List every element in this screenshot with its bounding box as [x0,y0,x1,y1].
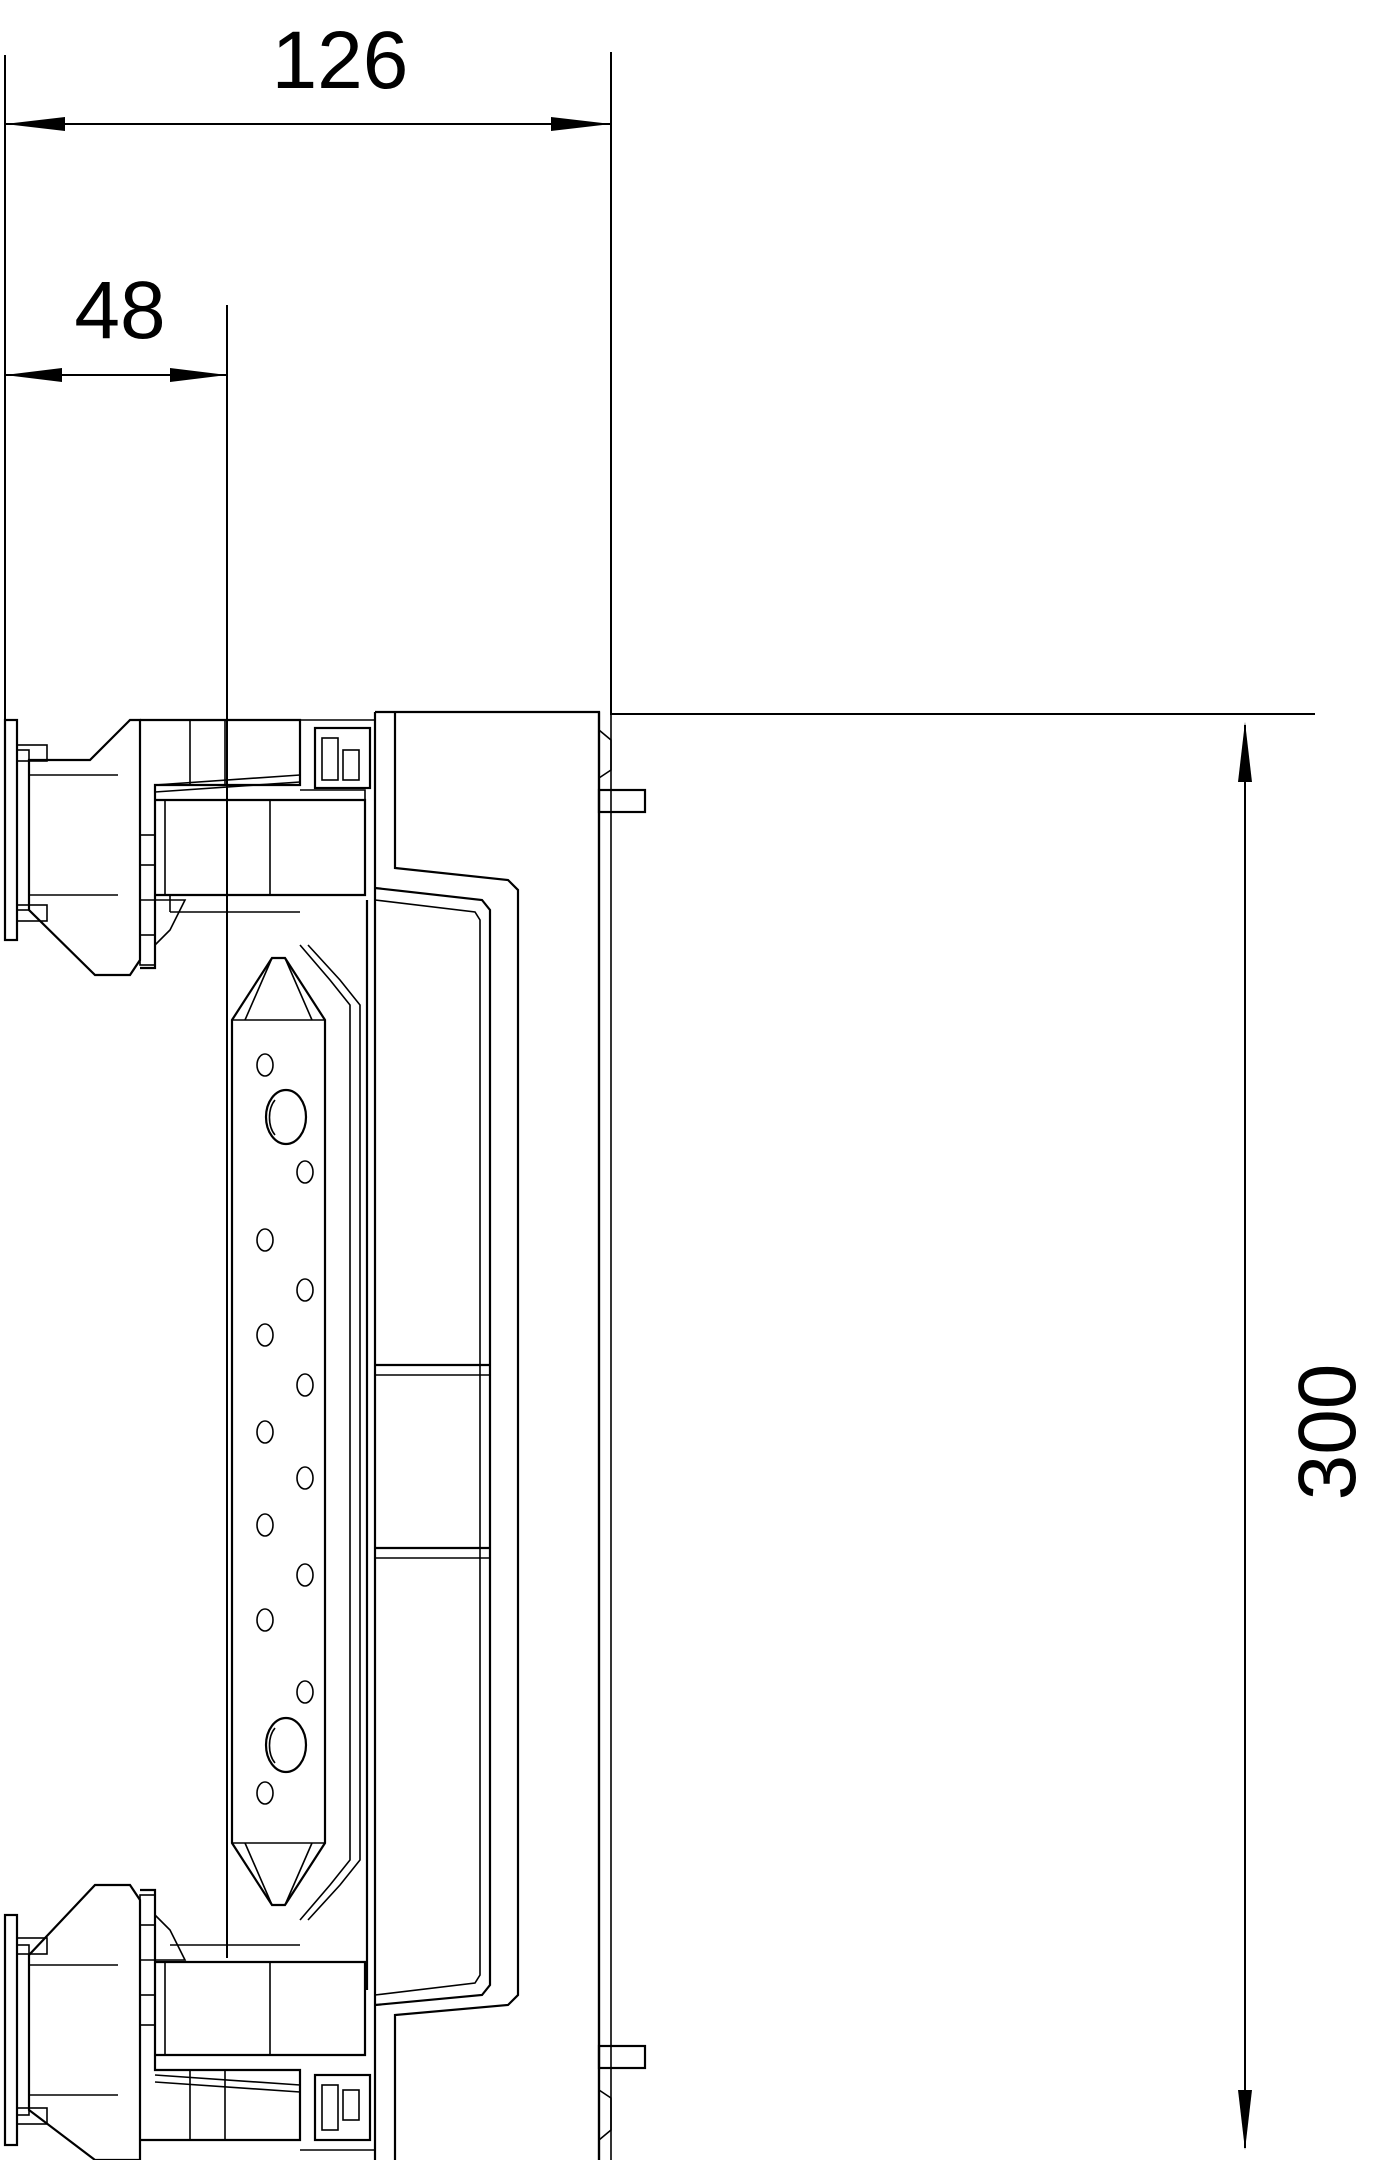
dimension-label-300: 300 [1282,1364,1373,1501]
dimension-48: 48 [5,265,228,1958]
enclosure-body [365,710,647,2160]
arrowhead-bottom [1238,2090,1252,2150]
dimension-126: 126 [4,15,612,940]
dimension-label-126: 126 [272,15,409,106]
mounting-rail [230,944,361,1921]
dimension-300: 300 [611,713,1373,2150]
arrowhead-right [170,368,227,382]
top-peg [597,788,647,814]
arrowhead-left [5,117,65,131]
bottom-hinge-assembly [3,1883,375,2160]
arrowhead-top [1238,722,1252,782]
rail-holes [256,1053,314,1805]
bottom-peg [597,2044,647,2070]
top-hinge-assembly [3,718,375,977]
dimension-label-48: 48 [74,265,165,356]
arrowhead-left [5,368,62,382]
arrowhead-right [551,117,611,131]
